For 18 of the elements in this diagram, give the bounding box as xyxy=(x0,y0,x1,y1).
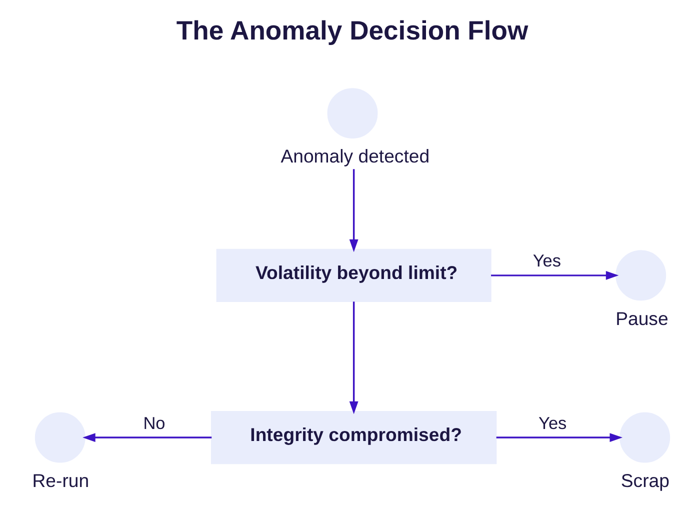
arrow xyxy=(82,432,212,442)
node-label: Re-run xyxy=(32,469,89,490)
node-box: Volatility beyond limit? xyxy=(216,248,491,302)
node-circle xyxy=(34,412,85,462)
arrow xyxy=(348,301,358,414)
edge-label: Yes xyxy=(538,412,566,432)
arrow xyxy=(496,432,622,442)
arrow xyxy=(348,168,358,252)
arrow xyxy=(490,270,618,280)
node-box: Integrity compromised? xyxy=(210,410,496,464)
node-circle xyxy=(615,250,666,300)
edge-label: No xyxy=(142,412,165,432)
diagram-title: The Anomaly Decision Flow xyxy=(176,15,528,46)
node-label: Anomaly detected xyxy=(280,145,430,166)
node-circle xyxy=(619,412,670,462)
edge-label: Yes xyxy=(532,250,561,270)
node-label: Scrap xyxy=(620,469,669,490)
node-label: Pause xyxy=(615,307,668,328)
